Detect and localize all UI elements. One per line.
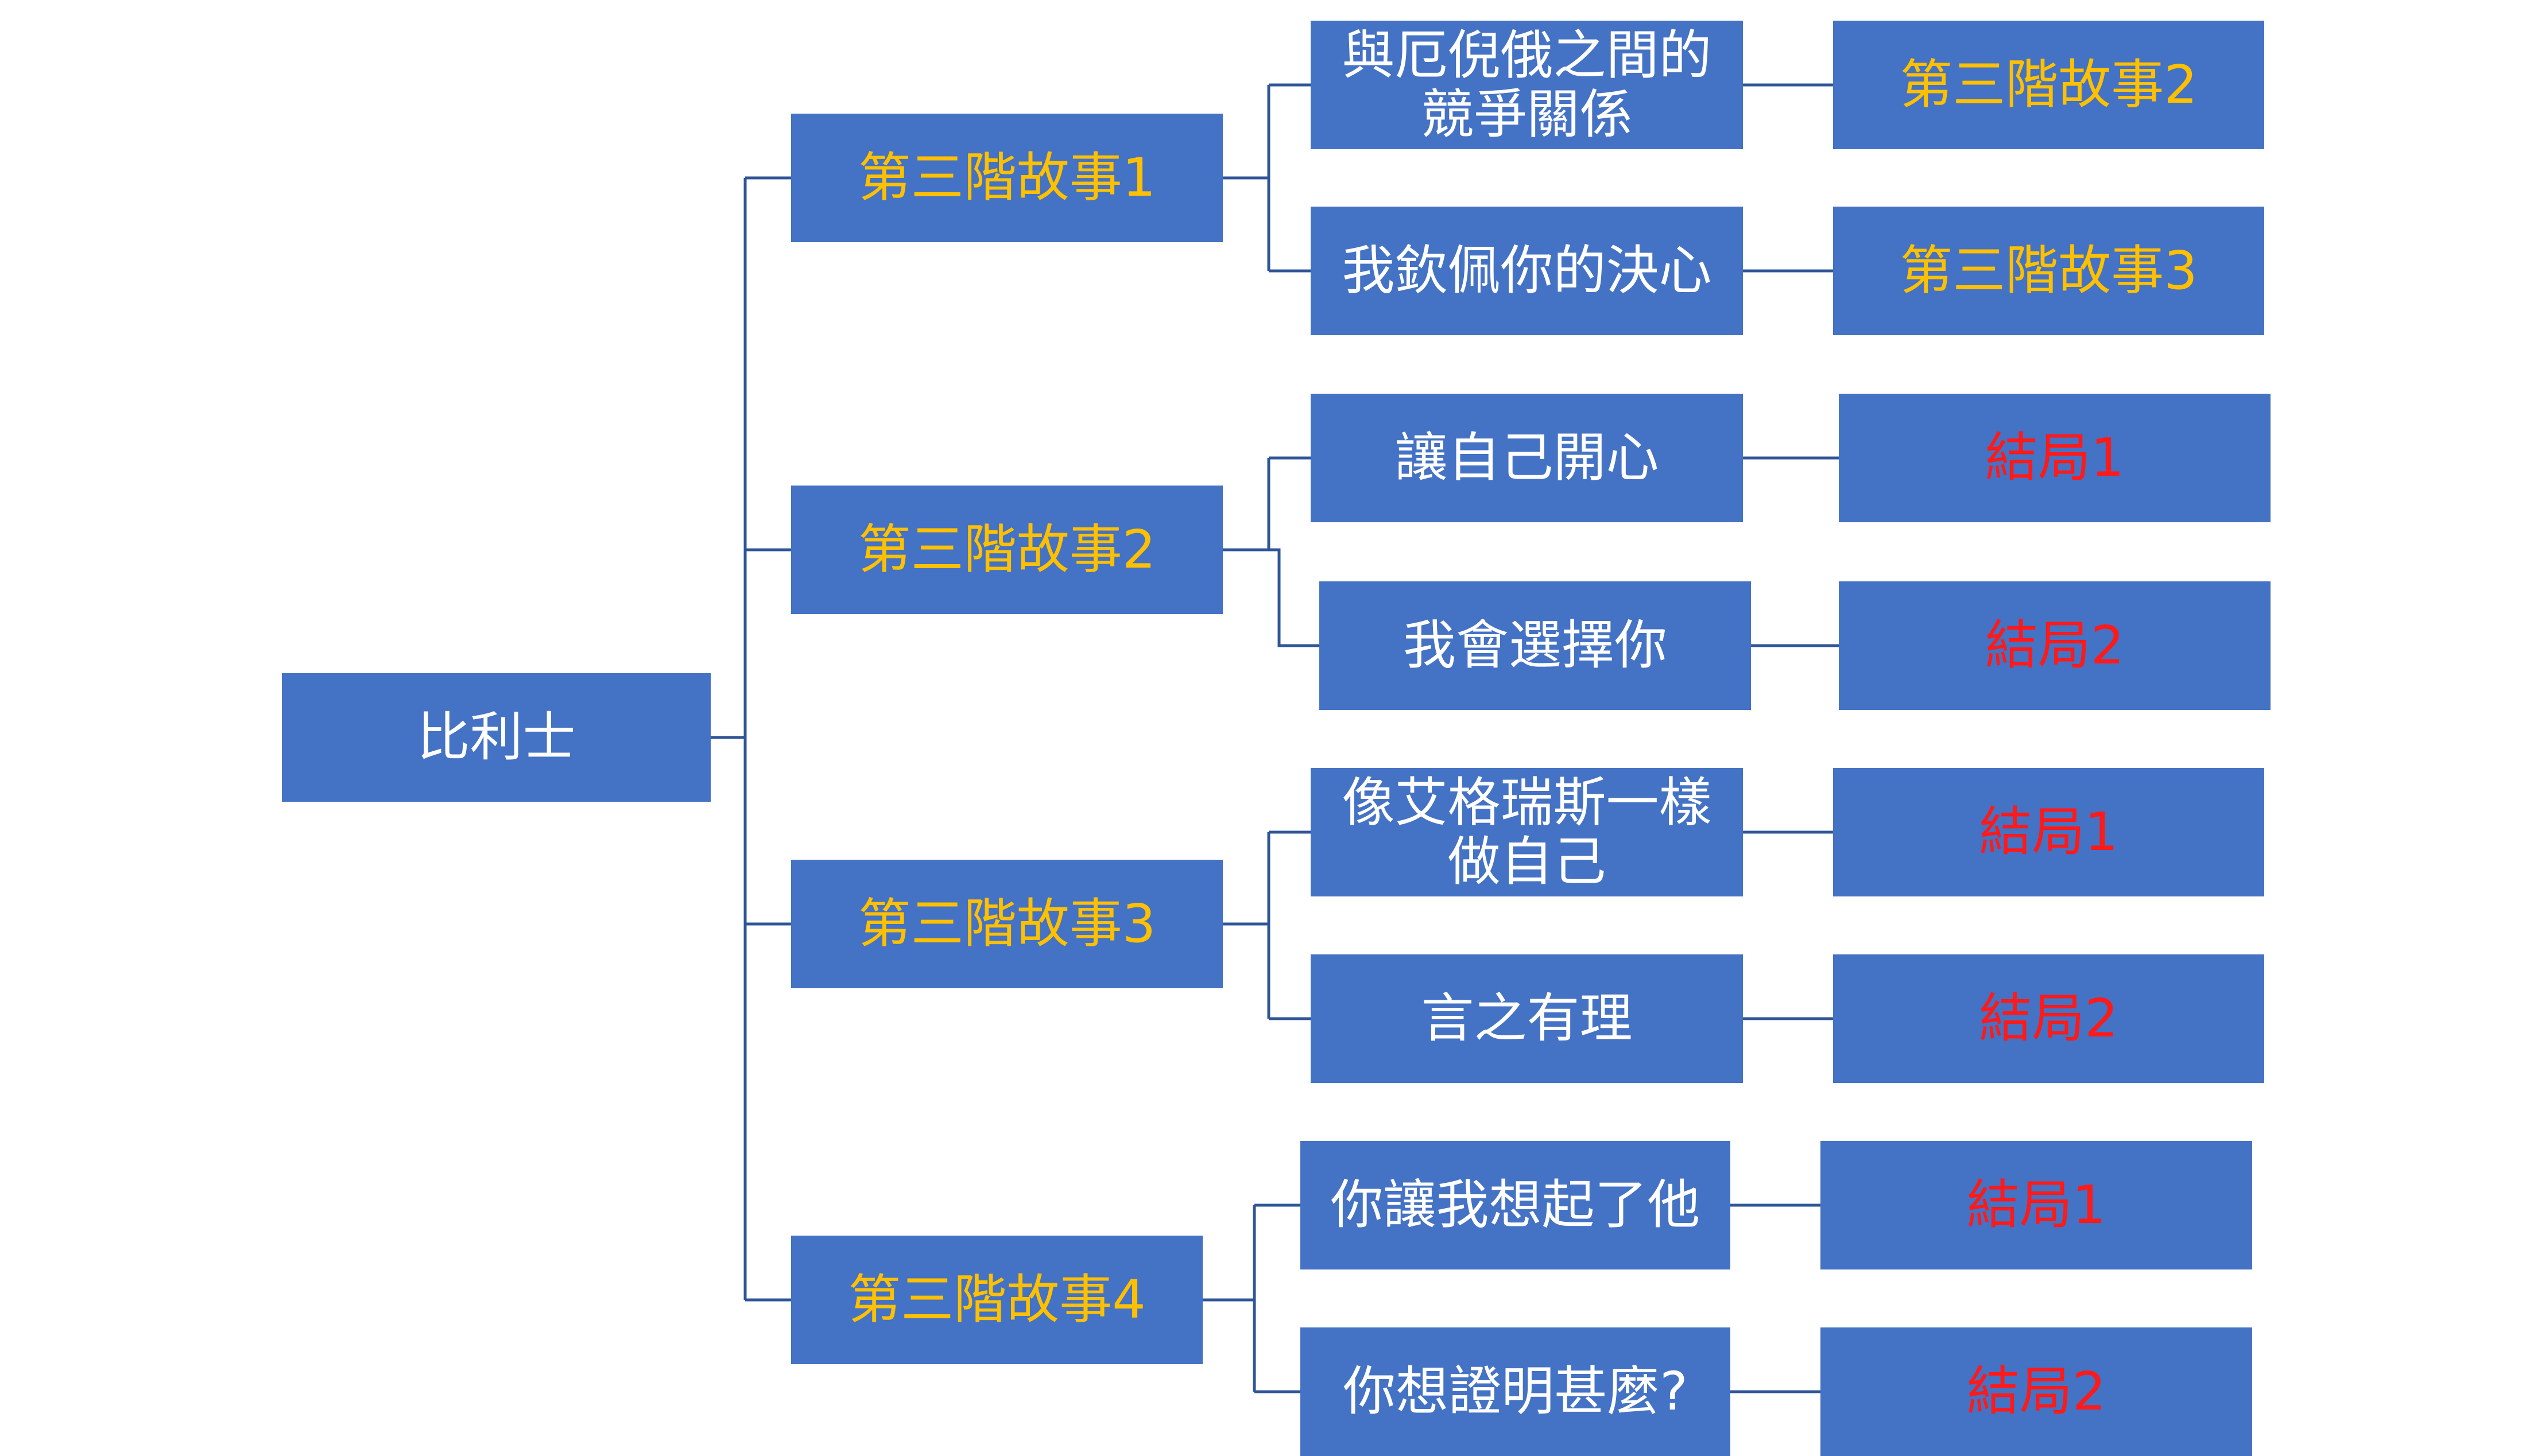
result-node-4-2: 結局2 xyxy=(1820,1327,2252,1456)
story-label: 第三階故事4 xyxy=(848,1269,1146,1331)
result-label: 結局2 xyxy=(1966,1361,2106,1423)
choice-label: 我會選擇你 xyxy=(1403,615,1667,677)
choice-label: 言之有理 xyxy=(1421,988,1633,1050)
choice-node-4-2: 你想證明甚麼? xyxy=(1300,1327,1730,1456)
result-label: 結局1 xyxy=(1985,427,2125,489)
result-node-2-2: 結局2 xyxy=(1839,581,2271,710)
choice-node-3-2: 言之有理 xyxy=(1311,954,1743,1083)
story-node-4: 第三階故事4 xyxy=(791,1236,1203,1364)
result-node-4-1: 結局1 xyxy=(1820,1141,2252,1269)
root-label: 比利士 xyxy=(417,706,576,768)
result-node-1-1: 第三階故事2 xyxy=(1833,21,2264,149)
result-label: 結局2 xyxy=(1985,615,2125,677)
result-node-2-1: 結局1 xyxy=(1839,394,2271,522)
story-node-3: 第三階故事3 xyxy=(791,860,1223,988)
story-node-2: 第三階故事2 xyxy=(791,486,1223,614)
result-label: 第三階故事2 xyxy=(1900,54,2198,116)
result-label: 第三階故事3 xyxy=(1900,240,2198,302)
story-label: 第三階故事3 xyxy=(858,893,1156,955)
result-label: 結局1 xyxy=(1966,1174,2106,1236)
story-label: 第三階故事2 xyxy=(858,519,1156,581)
story-label: 第三階故事1 xyxy=(858,147,1156,209)
choice-node-4-1: 你讓我想起了他 xyxy=(1300,1141,1730,1269)
result-label: 結局2 xyxy=(1979,988,2118,1050)
choice-node-2-1: 讓自己開心 xyxy=(1311,394,1743,522)
choice-label: 像艾格瑞斯一樣做自己 xyxy=(1342,771,1712,892)
choice-node-1-1: 與厄倪俄之間的競爭關係 xyxy=(1311,21,1743,149)
result-node-1-2: 第三階故事3 xyxy=(1833,207,2264,335)
result-node-3-2: 結局2 xyxy=(1833,954,2264,1083)
choice-label: 我欽佩你的決心 xyxy=(1342,240,1712,302)
result-node-3-1: 結局1 xyxy=(1833,768,2264,896)
choice-node-1-2: 我欽佩你的決心 xyxy=(1311,207,1743,335)
choice-node-3-1: 像艾格瑞斯一樣做自己 xyxy=(1311,768,1743,896)
choice-node-2-2: 我會選擇你 xyxy=(1319,581,1751,710)
root-node: 比利士 xyxy=(282,673,711,802)
result-label: 結局1 xyxy=(1979,801,2118,863)
choice-label: 你想證明甚麼? xyxy=(1343,1361,1688,1423)
choice-label: 你讓我想起了他 xyxy=(1330,1174,1700,1236)
choice-label: 與厄倪俄之間的競爭關係 xyxy=(1342,24,1712,145)
story-node-1: 第三階故事1 xyxy=(791,114,1223,242)
choice-label: 讓自己開心 xyxy=(1394,427,1659,489)
